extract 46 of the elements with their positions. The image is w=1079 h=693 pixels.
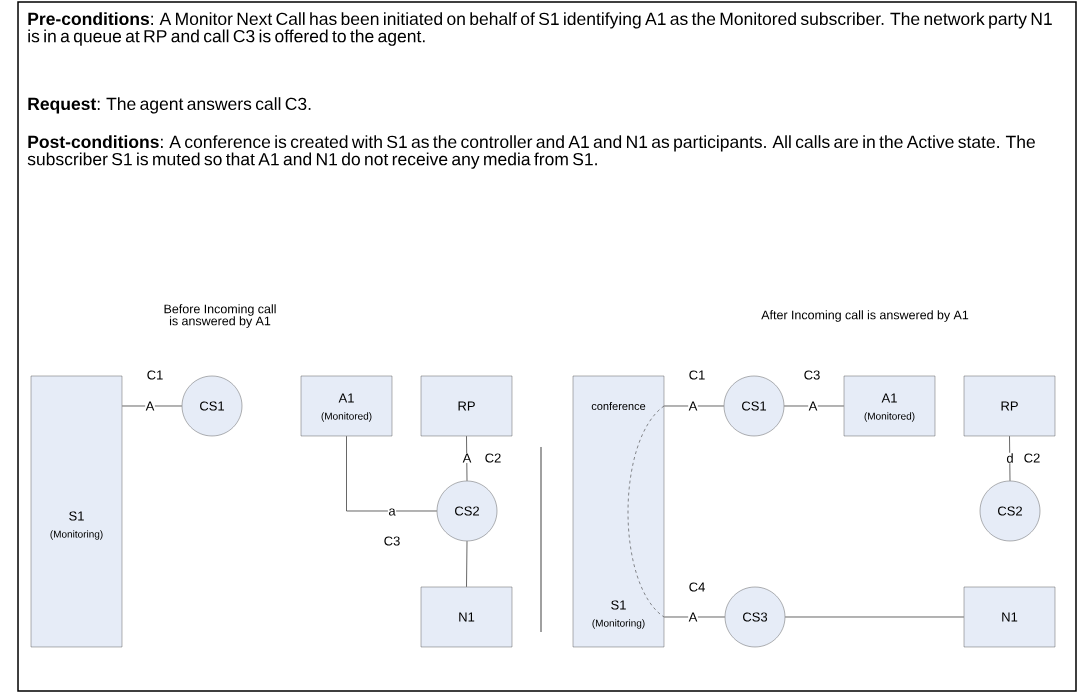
- call-label: C3: [804, 370, 820, 380]
- connector-line: [783, 405, 845, 407]
- edge-label: A: [688, 612, 698, 622]
- connector-line: [346, 435, 438, 512]
- connector-line: [466, 435, 468, 482]
- node-label: A1: [881, 393, 897, 403]
- edge-label: d: [1005, 452, 1015, 464]
- edge-label: a: [387, 507, 397, 517]
- connector-line: [466, 540, 468, 588]
- call-label: C2: [485, 453, 501, 463]
- node-label: A1: [338, 393, 354, 403]
- edge-label: A: [808, 401, 818, 411]
- call-label: C4: [689, 582, 705, 592]
- paragraph-text: Request: The agent answers call C3.: [28, 97, 311, 114]
- node-label: conference: [591, 401, 646, 411]
- node-label: S1: [611, 600, 626, 610]
- node-label: CS3: [743, 612, 768, 622]
- edge-label: A: [688, 401, 698, 411]
- node-label: N1: [1002, 612, 1018, 622]
- paragraph-text: Post-conditions: A conference is created with S1 as the controller and A1 and N1 as participants. All calls are in the Active state. The subscriber S1 is muted so that A1 and N1 do not receive any media from S1.: [27, 135, 1035, 169]
- connector-line: [663, 616, 726, 618]
- edge-label: A: [145, 401, 155, 411]
- node-label: RP: [1001, 401, 1018, 411]
- node-label: RP: [458, 401, 475, 411]
- connector-line: [1009, 435, 1011, 482]
- call-label: C1: [147, 370, 163, 380]
- paragraph-text: Pre-conditions: A Monitor Next Call has been initiated on behalf of S1 identifying A1 as the Monitored subscriber. The network party N1 is in a queue at RP and call C3 is offered to the agent.: [28, 12, 1052, 46]
- connector-line: [121, 405, 183, 407]
- node-label: N1: [459, 612, 475, 622]
- connector-line: [663, 405, 725, 407]
- node-label: (Monitored): [864, 412, 915, 422]
- node-label: CS2: [998, 506, 1022, 516]
- node-label: (Monitoring): [50, 530, 103, 540]
- call-label: C1: [689, 370, 705, 380]
- node-label: CS2: [455, 506, 479, 516]
- edge-label: A: [462, 453, 472, 463]
- node-label: (Monitored): [321, 412, 372, 422]
- caption-text: Before Incoming call is answered by A1: [164, 304, 276, 328]
- call-label: C2: [1024, 453, 1040, 463]
- caption-text: After Incoming call is answered by A1: [761, 310, 969, 322]
- node-label: CS1: [742, 401, 766, 411]
- node-label: CS1: [200, 401, 224, 411]
- node-label: S1: [69, 511, 84, 521]
- connector-line: [784, 616, 965, 618]
- node-label: (Monitoring): [592, 619, 645, 629]
- call-label: C3: [384, 536, 400, 546]
